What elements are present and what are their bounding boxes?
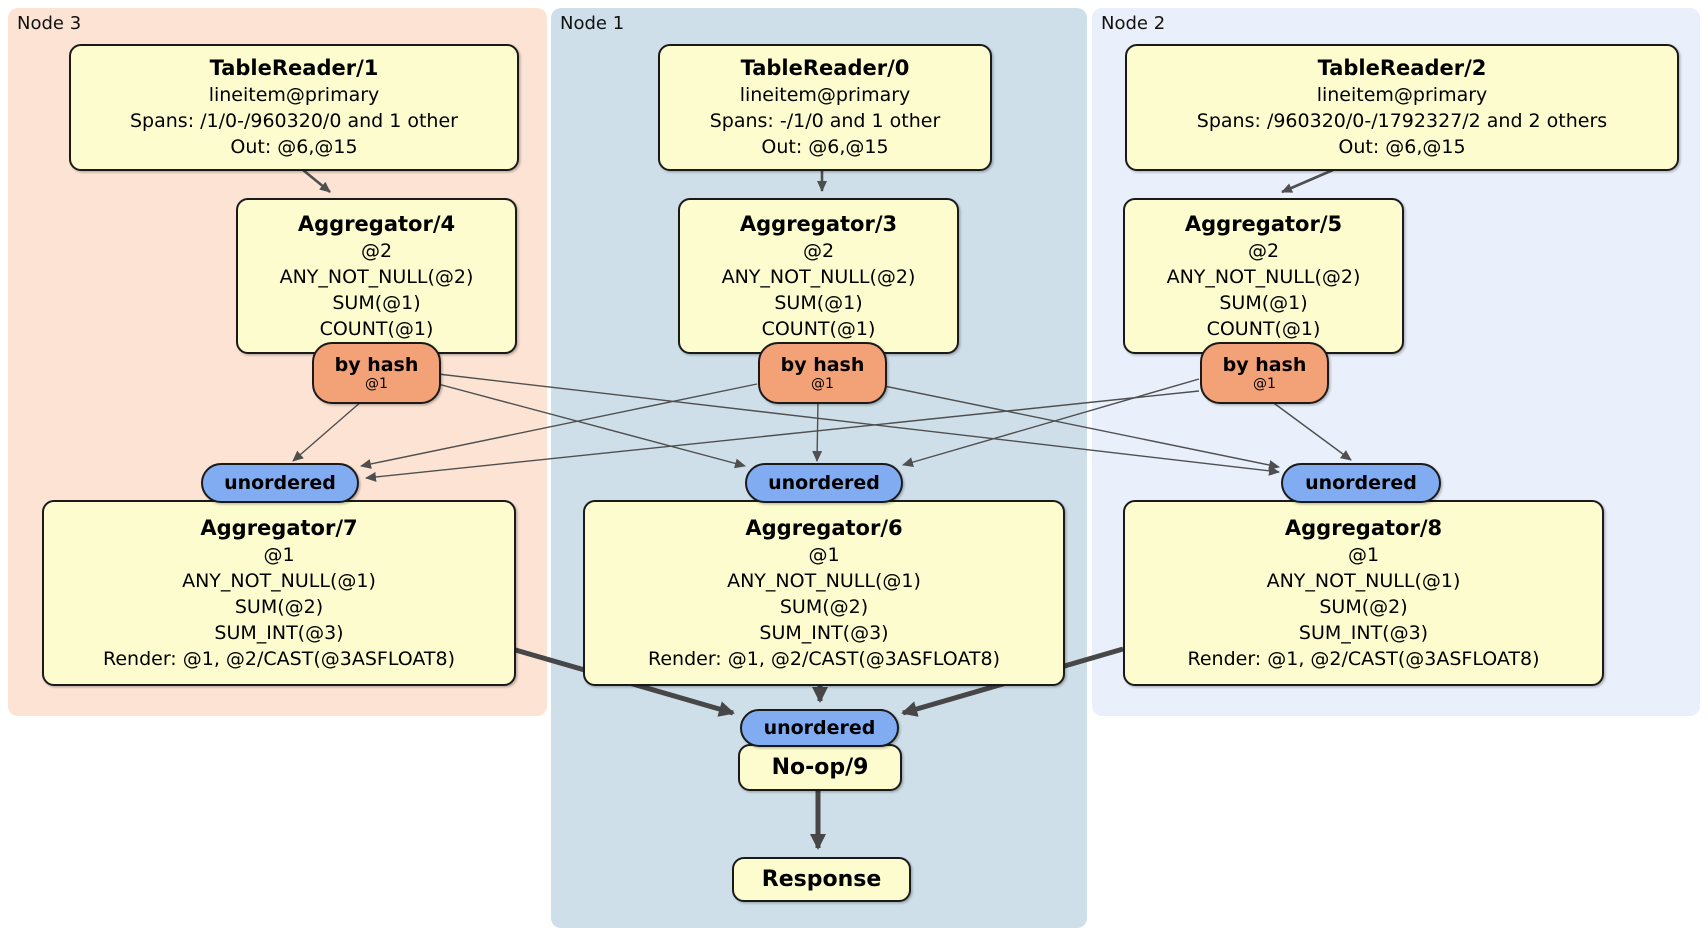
agg-fn: ANY_NOT_NULL(@1) — [1266, 569, 1461, 592]
processor-title: Aggregator/5 — [1184, 211, 1343, 236]
processor-tablereader-0: TableReader/0 lineitem@primary Spans: -/… — [658, 44, 992, 171]
router-columns: @1 — [365, 375, 388, 392]
processor-aggregator-5: Aggregator/5 @2 ANY_NOT_NULL(@2) SUM(@1)… — [1123, 198, 1404, 354]
group-cols: @2 — [360, 239, 393, 262]
processor-spans: Spans: /1/0-/960320/0 and 1 other — [130, 110, 458, 132]
processor-noop: No-op/9 — [738, 744, 902, 791]
synchronizer-label: unordered — [224, 471, 336, 494]
processor-title: TableReader/0 — [740, 56, 910, 80]
group-cols: @1 — [1347, 543, 1380, 566]
group-cols: @2 — [1247, 239, 1280, 262]
router-columns: @1 — [1253, 375, 1276, 392]
synchronizer-unordered-final: unordered — [740, 709, 899, 747]
processor-title: Aggregator/4 — [297, 211, 456, 236]
router-label: by hash — [1222, 353, 1307, 376]
agg-fn: SUM(@1) — [332, 291, 421, 314]
synchronizer-label: unordered — [768, 471, 880, 494]
processor-tablereader-2: TableReader/2 lineitem@primary Spans: /9… — [1125, 44, 1679, 171]
group-cols: @1 — [808, 543, 840, 566]
processor-index: lineitem@primary — [208, 84, 380, 106]
agg-fn: SUM(@2) — [779, 595, 869, 618]
processor-spans: Spans: -/1/0 and 1 other — [709, 110, 941, 132]
processor-aggregator-8: Aggregator/8 @1 ANY_NOT_NULL(@1) SUM(@2)… — [1123, 500, 1604, 686]
router-columns: @1 — [811, 375, 834, 392]
agg-fn: ANY_NOT_NULL(@2) — [721, 265, 916, 288]
synchronizer-unordered-node3: unordered — [201, 463, 359, 503]
processor-index: lineitem@primary — [1316, 84, 1488, 106]
agg-fn: ANY_NOT_NULL(@1) — [182, 569, 376, 592]
processor-title: TableReader/2 — [1317, 56, 1487, 80]
router-by-hash-node3: by hash @1 — [312, 342, 441, 404]
processor-tablereader-1: TableReader/1 lineitem@primary Spans: /1… — [69, 44, 519, 171]
processor-title: Aggregator/3 — [739, 211, 898, 236]
agg-fn: SUM_INT(@3) — [1298, 621, 1429, 644]
synchronizer-unordered-node1: unordered — [745, 463, 903, 503]
processor-aggregator-3: Aggregator/3 @2 ANY_NOT_NULL(@2) SUM(@1)… — [678, 198, 959, 354]
agg-fn: SUM(@2) — [234, 595, 324, 618]
agg-fn: SUM(@1) — [1219, 291, 1308, 314]
agg-fn: ANY_NOT_NULL(@2) — [279, 265, 474, 288]
router-label: by hash — [780, 353, 865, 376]
processor-title: Aggregator/7 — [200, 515, 358, 540]
processor-spans: Spans: /960320/0-/1792327/2 and 2 others — [1196, 110, 1608, 132]
agg-fn: COUNT(@1) — [319, 317, 434, 340]
processor-out: Out: @6,@15 — [761, 136, 889, 158]
processor-title: TableReader/1 — [209, 56, 379, 80]
processor-aggregator-7: Aggregator/7 @1 ANY_NOT_NULL(@1) SUM(@2)… — [42, 500, 516, 686]
processor-title: Aggregator/6 — [745, 515, 903, 540]
processor-title: Aggregator/8 — [1284, 515, 1443, 540]
synchronizer-unordered-node2: unordered — [1281, 463, 1441, 503]
processor-aggregator-4: Aggregator/4 @2 ANY_NOT_NULL(@2) SUM(@1)… — [236, 198, 517, 354]
router-label: by hash — [334, 353, 419, 376]
processor-out: Out: @6,@15 — [230, 136, 358, 158]
agg-fn: SUM(@2) — [1319, 595, 1408, 618]
synchronizer-label: unordered — [1305, 471, 1417, 494]
render-expr: Render: @1, @2/CAST(@3ASFLOAT8) — [648, 647, 1000, 670]
processor-out: Out: @6,@15 — [1338, 136, 1466, 158]
processor-aggregator-6: Aggregator/6 @1 ANY_NOT_NULL(@1) SUM(@2)… — [583, 500, 1065, 686]
response-box: Response — [732, 857, 911, 902]
processor-title: No-op/9 — [771, 755, 869, 780]
processor-index: lineitem@primary — [739, 84, 911, 106]
router-by-hash-node1: by hash @1 — [758, 342, 887, 404]
region-node-3-label: Node 3 — [17, 13, 82, 34]
agg-fn: SUM_INT(@3) — [214, 621, 344, 644]
agg-fn: SUM_INT(@3) — [759, 621, 889, 644]
render-expr: Render: @1, @2/CAST(@3ASFLOAT8) — [1187, 647, 1540, 670]
router-by-hash-node2: by hash @1 — [1200, 342, 1329, 404]
agg-fn: COUNT(@1) — [1206, 317, 1321, 340]
group-cols: @1 — [263, 543, 295, 566]
render-expr: Render: @1, @2/CAST(@3ASFLOAT8) — [103, 647, 455, 670]
agg-fn: COUNT(@1) — [761, 317, 876, 340]
response-title: Response — [761, 867, 882, 892]
region-node-2-label: Node 2 — [1101, 13, 1166, 34]
region-node-1-label: Node 1 — [560, 13, 625, 34]
agg-fn: ANY_NOT_NULL(@1) — [727, 569, 921, 592]
agg-fn: ANY_NOT_NULL(@2) — [1166, 265, 1361, 288]
group-cols: @2 — [802, 239, 835, 262]
synchronizer-label: unordered — [763, 716, 876, 739]
agg-fn: SUM(@1) — [774, 291, 863, 314]
